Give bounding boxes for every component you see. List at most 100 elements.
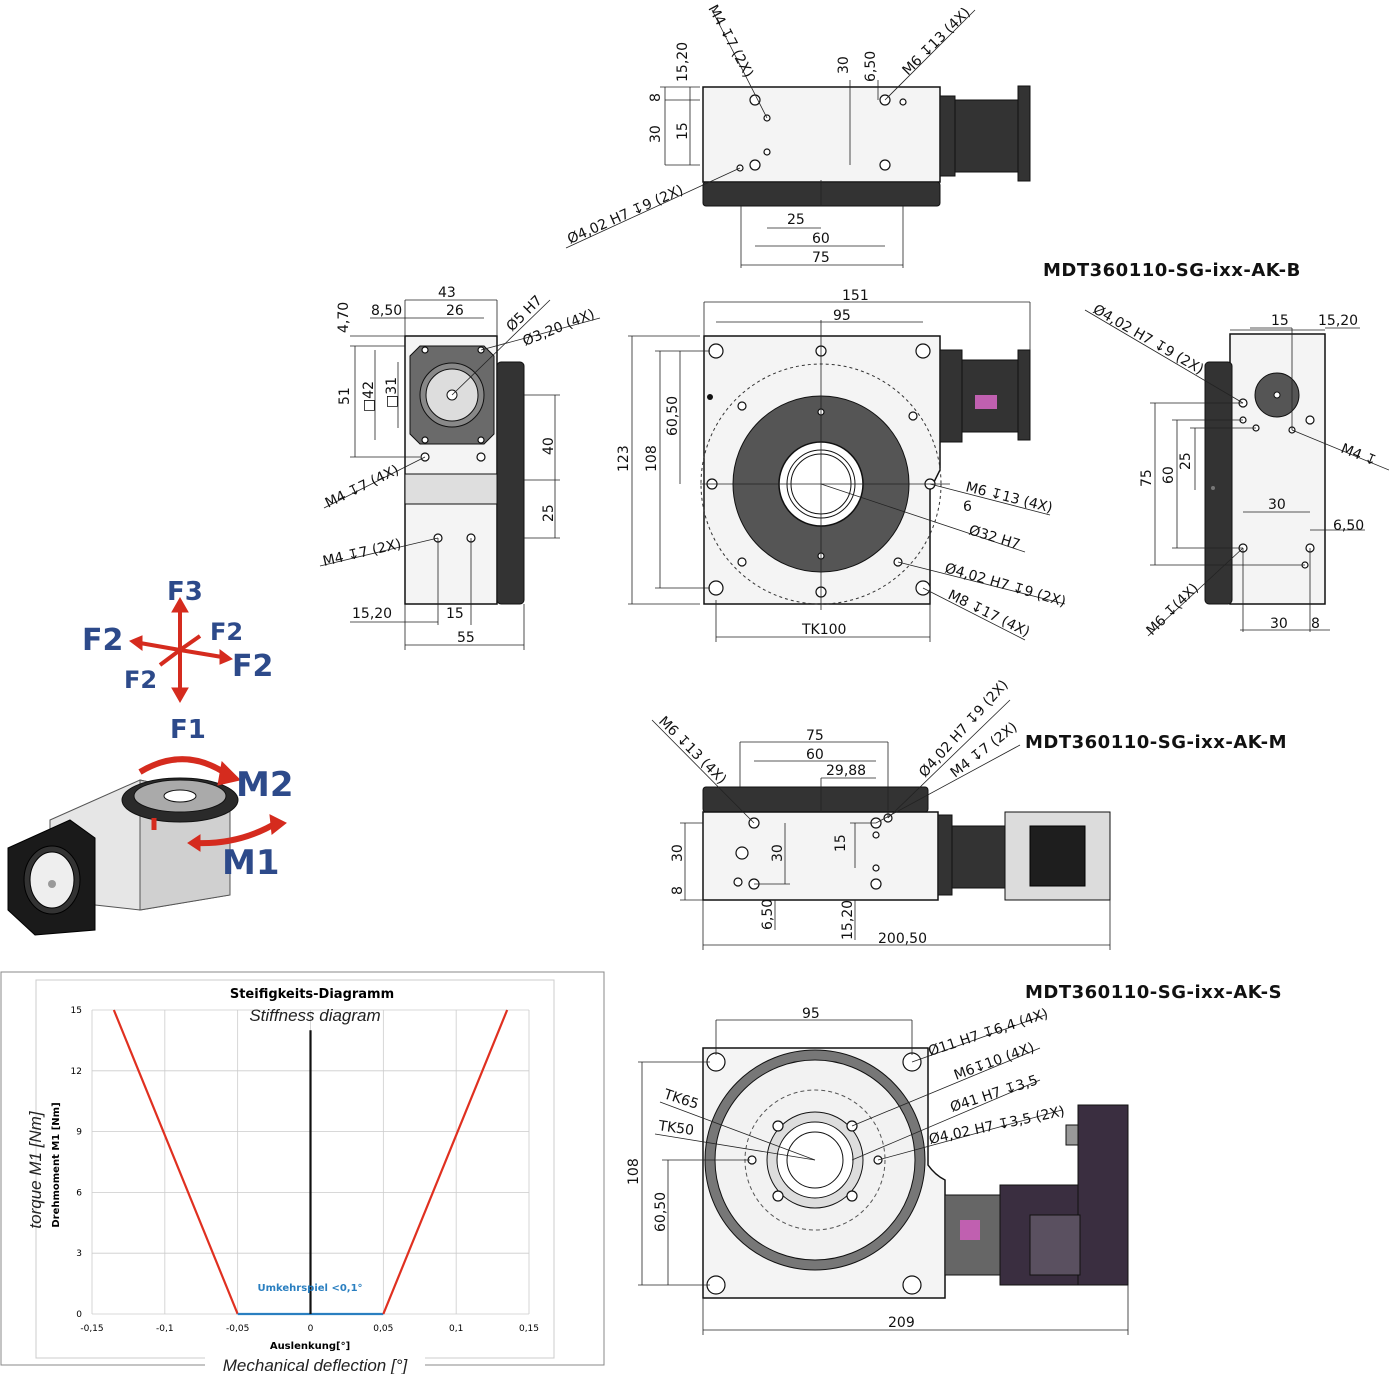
chart-xlabel: Mechanical deflection [°] <box>223 1356 409 1374</box>
top-view: 15,20 8 30 15 30 6,50 25 60 75 M4 ↧7 (2X… <box>565 2 1031 268</box>
front-view: 151 95 123 108 60,50 TK100 6 M6 ↧13 (4X)… <box>616 288 1068 642</box>
dim-bot-tk65: TK65 <box>661 1086 701 1113</box>
force-f1: F1 <box>170 715 206 745</box>
callout-top-m4: M4 ↧7 (2X) <box>704 2 756 80</box>
dim-bot-95: 95 <box>802 1006 820 1022</box>
chart-x-ticks: -0,15 -0,1 -0,05 0 0,05 0,1 0,15 <box>80 1324 539 1334</box>
dim-left-26: 26 <box>446 303 464 319</box>
dim-right-30: 30 <box>1268 497 1286 513</box>
x-tick-label: -0,15 <box>80 1324 103 1334</box>
callout-right-m6: M6 ↧(4X) <box>1144 580 1202 638</box>
force-f2-mid: F2 <box>124 666 157 694</box>
dim-mid-30: 30 <box>670 844 686 862</box>
x-tick-label: -0,05 <box>226 1324 249 1334</box>
series-line-0 <box>112 1009 239 1315</box>
chart-series <box>112 1009 509 1316</box>
dim-mid-30b: 30 <box>770 844 786 862</box>
callout-right-phi402: Ø4,02 H7 ↧9 (2X) <box>1090 302 1206 378</box>
callout-left-m4-2x: M4 ↧7 (2X) <box>321 536 403 570</box>
dim-front-108: 108 <box>644 445 660 472</box>
y-tick-label: 15 <box>71 1006 82 1016</box>
dim-mid-8: 8 <box>670 886 686 895</box>
dim-right-8: 8 <box>1311 616 1320 632</box>
callout-left-m4-4x: M4 ↧7 (4X) <box>323 462 402 511</box>
y-tick-label: 0 <box>76 1310 82 1320</box>
dim-left-15: 15 <box>446 606 464 622</box>
dim-top-8: 8 <box>648 93 664 102</box>
dim-top-25: 25 <box>787 212 805 228</box>
dim-left-15-20: 15,20 <box>352 606 392 622</box>
callout-top-phi402: Ø4,02 H7 ↧9 (2X) <box>565 182 686 247</box>
title-variant-m: MDT360110-SG-ixx-AK-M <box>1025 732 1287 753</box>
dim-front-151: 151 <box>842 288 869 304</box>
callout-bot-phi402: Ø4,02 H7 ↧3,5 (2X) <box>928 1103 1067 1147</box>
callout-top-m6: M6 ↧13 (4X) <box>900 5 974 79</box>
right-view: 15 15,20 75 60 25 30 6,50 30 8 Ø4,02 H7 … <box>1084 302 1389 639</box>
dim-mid-15-20: 15,20 <box>840 900 856 940</box>
title-variant-s: MDT360110-SG-ixx-AK-S <box>1025 982 1282 1003</box>
force-f2-right: F2 <box>232 649 273 684</box>
y-tick-label: 9 <box>76 1128 82 1138</box>
dim-right-60: 60 <box>1161 466 1177 484</box>
forces-diagram: F3 F2 F2 F2 F2 F1 <box>82 577 273 745</box>
dim-left-4-70: 4,70 <box>336 302 352 333</box>
product-3d: M2 M1 <box>7 756 294 936</box>
middle-view: 75 60 29,88 30 8 30 15 6,50 15,20 200,50… <box>651 677 1111 950</box>
callout-front-m6: M6 ↧13 (4X) <box>964 479 1054 516</box>
moment-m2: M2 <box>236 765 294 805</box>
dim-right-30b: 30 <box>1270 616 1288 632</box>
callout-front-phi32: Ø32 H7 <box>967 523 1022 554</box>
dim-bot-tk50: TK50 <box>656 1118 694 1139</box>
dim-left-sq42: □42 <box>361 381 377 412</box>
chart-xlabel-de: Auslenkung[°] <box>270 1341 350 1352</box>
dim-right-6-50: 6,50 <box>1333 518 1364 534</box>
dim-bot-108: 108 <box>626 1158 642 1185</box>
dim-left-sq31: □31 <box>384 377 400 408</box>
x-tick-label: 0,05 <box>373 1324 393 1334</box>
chart-ylabel-de: Drehmoment M1 [Nm] <box>51 1102 62 1227</box>
dim-mid-60: 60 <box>806 747 824 763</box>
dim-front-60-50: 60,50 <box>665 396 681 436</box>
dim-mid-75: 75 <box>806 728 824 744</box>
dim-mid-15: 15 <box>833 834 849 852</box>
dim-left-8-50: 8,50 <box>371 303 402 319</box>
title-variant-b: MDT360110-SG-ixx-AK-B <box>1043 260 1301 281</box>
x-tick-label: -0,1 <box>156 1324 174 1334</box>
y-tick-label: 6 <box>76 1188 82 1198</box>
callout-right-m4: M4 ↧ <box>1339 441 1379 470</box>
dim-front-tk100: TK100 <box>801 622 846 638</box>
dim-top-15-20: 15,20 <box>675 42 691 82</box>
x-tick-label: 0 <box>308 1324 314 1334</box>
x-tick-label: 0,1 <box>449 1324 463 1334</box>
dim-left-43: 43 <box>438 285 456 301</box>
left-view: 43 26 8,50 4,70 51 □42 □31 40 25 15,20 1… <box>319 285 601 650</box>
y-tick-label: 12 <box>71 1067 82 1077</box>
moment-m1: M1 <box>222 843 280 883</box>
bottom-view: 95 TK65 TK50 108 60,50 209 Ø11 H7 ↧6,4 (… <box>626 1006 1129 1335</box>
dim-front-123: 123 <box>616 445 632 472</box>
dim-mid-6-50: 6,50 <box>760 899 776 930</box>
series-line-2 <box>382 1009 509 1315</box>
dim-right-15-20: 15,20 <box>1318 313 1358 329</box>
chart-title: Steifigkeits-Diagramm <box>230 987 394 1002</box>
chart-annotation: Umkehrspiel <0,1° <box>257 1283 362 1294</box>
dim-top-75: 75 <box>812 250 830 266</box>
dim-left-25: 25 <box>541 504 557 522</box>
dim-top-60: 60 <box>812 231 830 247</box>
dim-mid-200-50: 200,50 <box>878 931 927 947</box>
dim-top-6-50: 6,50 <box>863 51 879 82</box>
dim-top-30: 30 <box>648 125 664 143</box>
dim-left-51: 51 <box>337 387 353 405</box>
dim-left-55: 55 <box>457 630 475 646</box>
dim-top-15: 15 <box>675 122 691 140</box>
dim-top-30b: 30 <box>836 56 852 74</box>
dim-bot-209: 209 <box>888 1315 915 1331</box>
dim-mid-29-88: 29,88 <box>826 763 866 779</box>
x-tick-label: 0,15 <box>519 1324 539 1334</box>
force-f2-left: F2 <box>82 623 123 658</box>
chart-subtitle: Stiffness diagram <box>249 1006 380 1025</box>
dim-right-25: 25 <box>1178 452 1194 470</box>
